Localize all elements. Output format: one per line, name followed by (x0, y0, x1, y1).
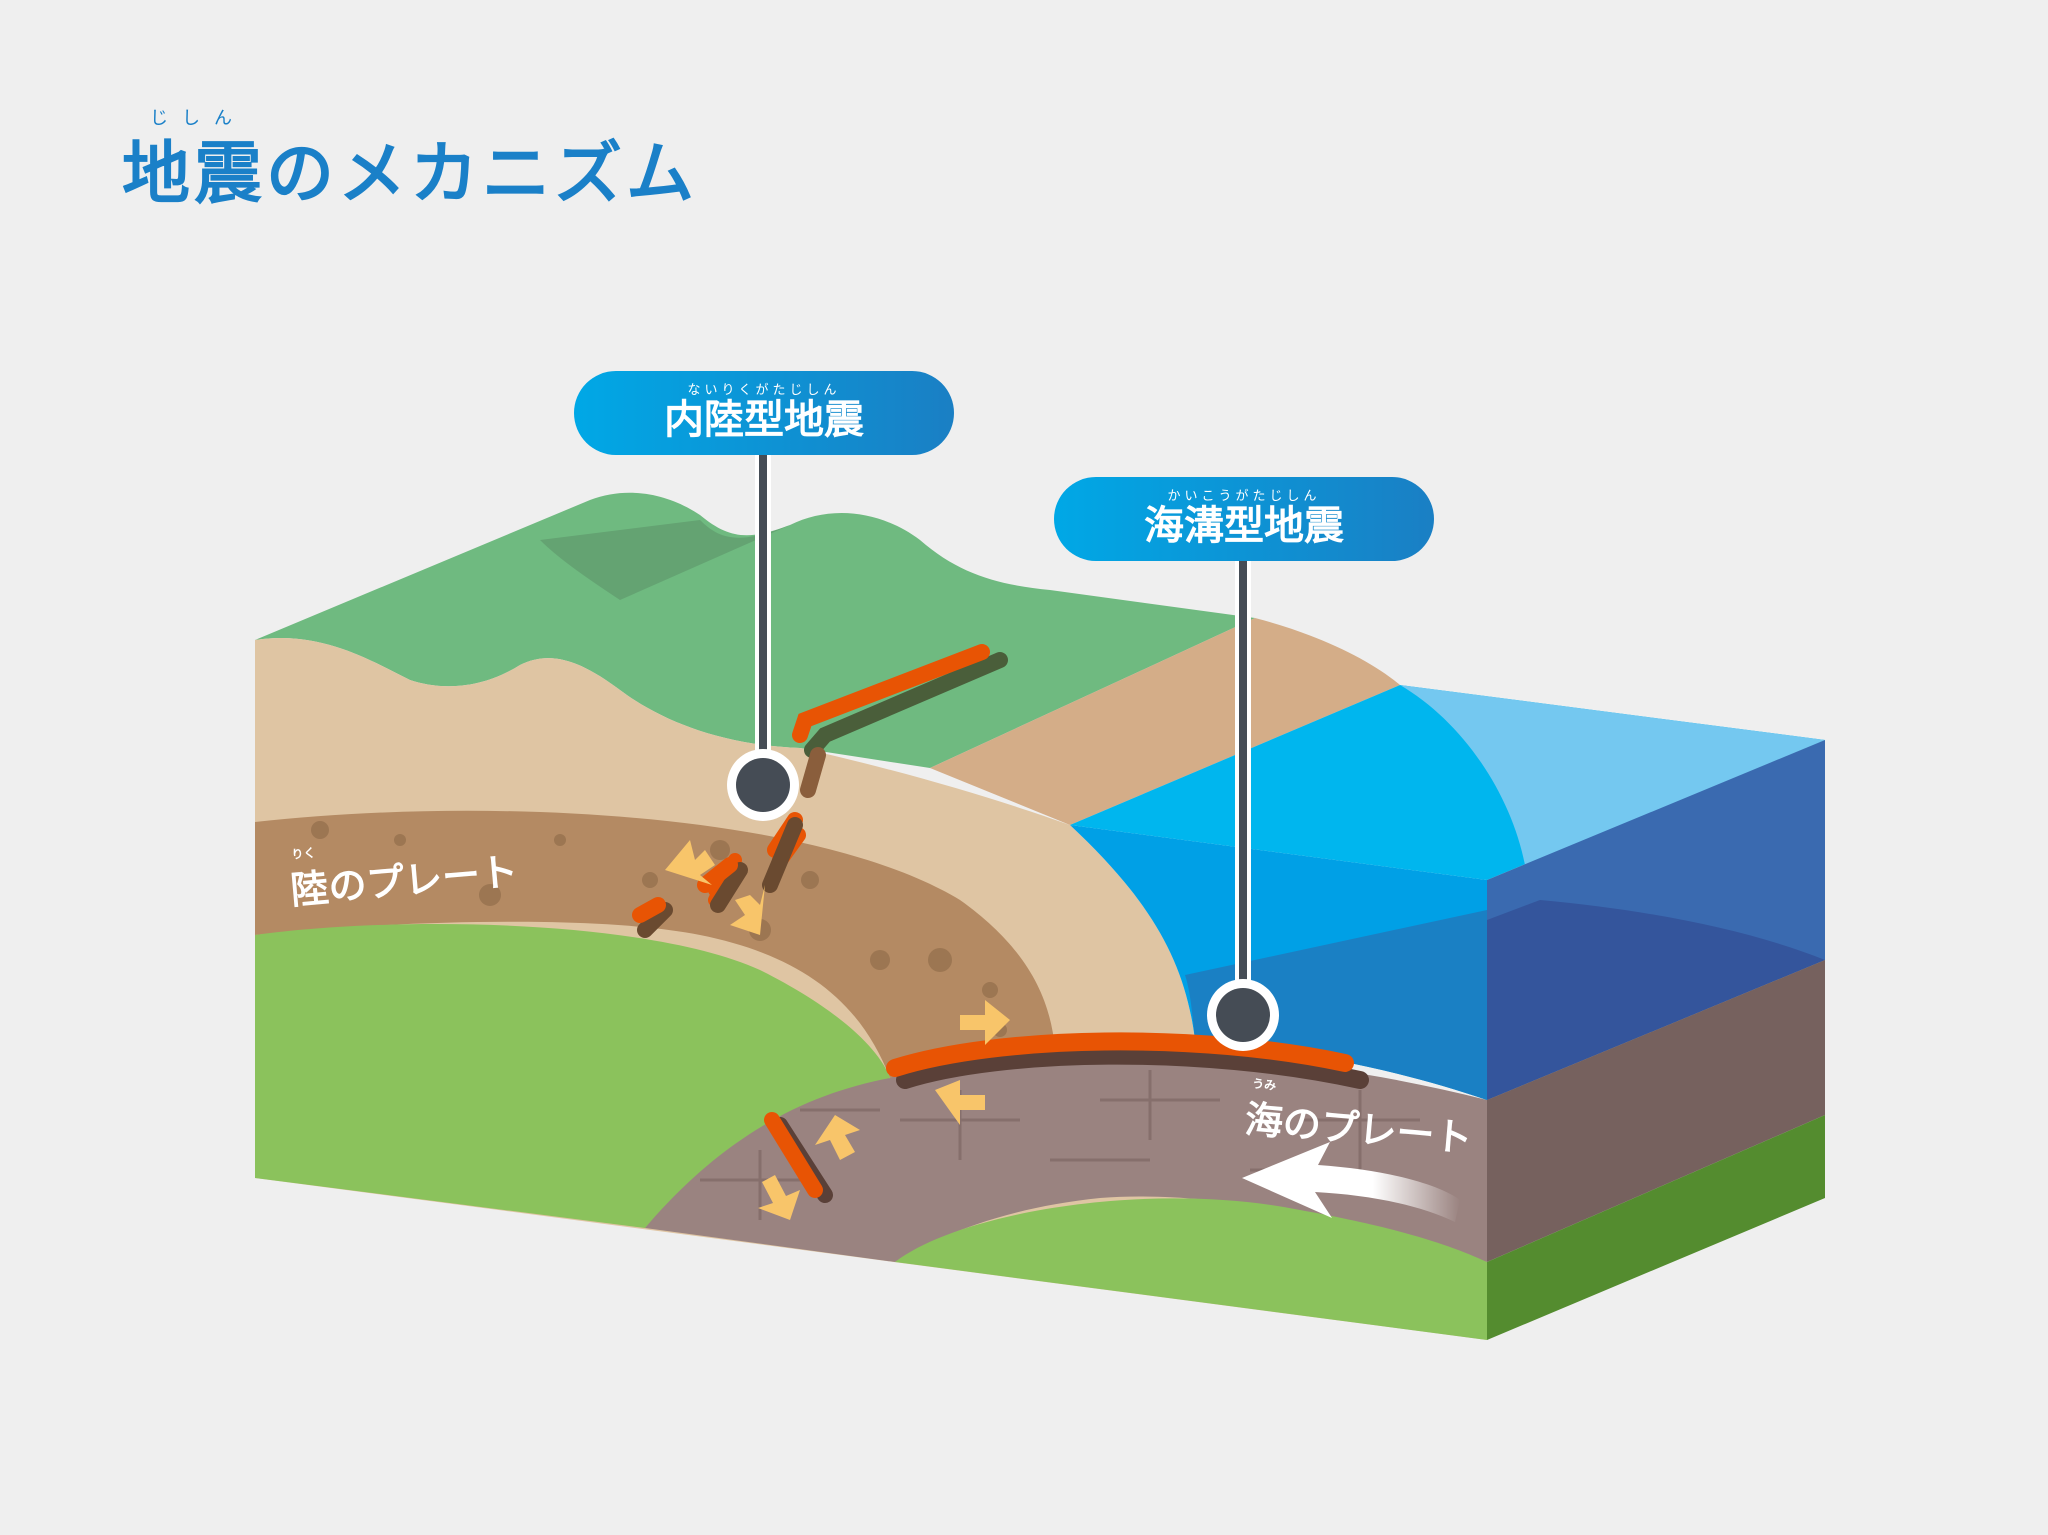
inland-earthquake-label: ないりくがたじしん 内陸型地震 (574, 371, 954, 455)
arrow-icon (730, 885, 765, 935)
plate-side (1487, 960, 1825, 1262)
arrow-icon (815, 1115, 860, 1160)
plate-motion-arrow (1242, 1142, 1460, 1222)
ocean-plate-ruby: うみ (1251, 1076, 1277, 1093)
arrow-icon (960, 1000, 1010, 1045)
page-title: 地震のメカニズム (122, 135, 699, 214)
sea-top-shallow (1400, 685, 1825, 865)
mantle-lower (895, 1198, 1487, 1340)
title-ruby: じしん (150, 108, 246, 129)
inland-pin (727, 455, 799, 821)
mantle-side (1487, 1115, 1825, 1340)
stress-arrows (665, 840, 1010, 1220)
coast-top-surface (930, 618, 1400, 825)
plate-speckles (311, 821, 1007, 1037)
inland-ruby: ないりくがたじしん (687, 383, 841, 398)
ocean-plate (645, 1051, 1487, 1262)
trench-fault (764, 1032, 1369, 1203)
land-plate-band (255, 810, 1055, 1078)
land-plate-ruby: りく (290, 845, 317, 862)
trench-pin (1207, 560, 1279, 1051)
arrow-icon (758, 1175, 800, 1220)
sea-front-deep (1185, 910, 1487, 1100)
arrow-icon (665, 840, 715, 885)
trench-earthquake-label: かいこうがたじしん 海溝型地震 (1054, 477, 1434, 561)
sea-side-deep (1487, 900, 1825, 1100)
land-top-shadow (540, 520, 790, 600)
inland-faults (632, 644, 1008, 938)
trench-ruby: かいこうがたじしん (1167, 489, 1321, 504)
inland-title: 内陸型地震 (664, 397, 864, 443)
trench-title: 海溝型地震 (1144, 503, 1344, 549)
arrow-icon (935, 1080, 985, 1125)
